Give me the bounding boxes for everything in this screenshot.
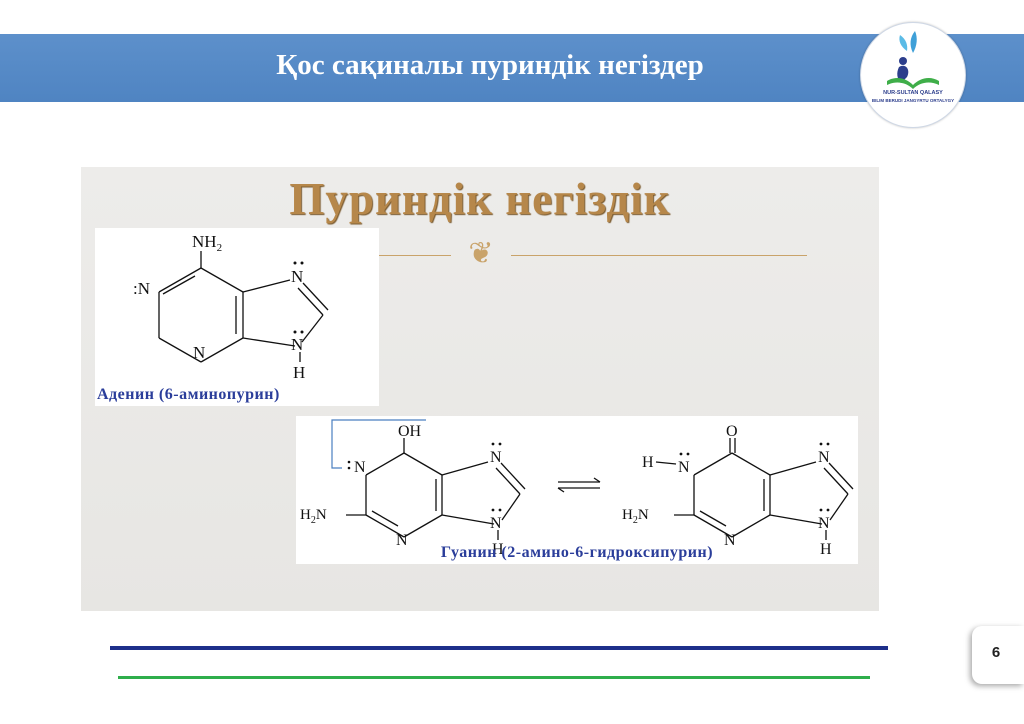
slide-title: Қос сақиналы пуриндік негіздер — [276, 49, 704, 81]
guanine-caption: Гуанин (2-амино-6-гидроксипурин) — [440, 544, 714, 561]
adenine-h9: H — [293, 363, 305, 382]
footer-line-green — [118, 676, 870, 679]
logo-text-line1: NUR-SULTAN QALASY — [883, 90, 943, 96]
organization-logo: NUR-SULTAN QALASY BILIM BERUDI JANGYRTU … — [860, 22, 966, 128]
adenine-caption: Аденин (6-аминопурин) — [97, 386, 280, 403]
guanine-tautomers-formula: OH N N N N H H2N — [300, 419, 854, 558]
equilibrium-arrows — [557, 477, 601, 493]
decorative-rule-right — [511, 255, 807, 256]
guanine-n7: N — [490, 449, 502, 466]
guanine-amino-group: H2N — [300, 507, 327, 526]
hydroxyl-group: OH — [398, 423, 422, 440]
annotation-bracket — [331, 419, 426, 469]
keto-n9: N — [818, 515, 830, 532]
adenine-structure: NH2 :N N N N H Аденин (6-аминопурин) — [95, 228, 379, 406]
adenine-n9: N — [291, 335, 303, 354]
header-bar — [0, 34, 1024, 102]
adenine-n7: N — [291, 267, 303, 286]
page-number-badge: 6 — [972, 626, 1024, 684]
amino-group: NH2 — [192, 232, 222, 254]
guanine-n3: N — [396, 532, 408, 549]
decorative-rule-left — [379, 255, 451, 256]
adenine-n1: :N — [133, 279, 150, 298]
keto-amino-group: H2N — [622, 507, 649, 526]
logo-emblem — [887, 31, 939, 89]
picture-heading: Пуриндік негіздік — [289, 174, 671, 224]
adenine-formula: NH2 :N N N N H — [133, 232, 329, 382]
guanine-n9: N — [490, 515, 502, 532]
keto-n7: N — [818, 449, 830, 466]
keto-n1: N — [678, 459, 690, 476]
keto-h9: H — [820, 541, 832, 558]
adenine-n3: N — [193, 343, 205, 362]
guanine-h9: H — [492, 541, 504, 558]
keto-n3: N — [724, 532, 736, 549]
keto-h1: H — [642, 454, 654, 471]
guanine-structure: OH N N N N H H2N — [296, 416, 858, 564]
logo-text-line2: BILIM BERUDI JANGYRTU ORTALYGY — [871, 98, 955, 103]
page-number: 6 — [991, 644, 1001, 661]
guanine-n1: N — [354, 459, 366, 476]
footer-line-blue — [110, 646, 888, 650]
ornament-icon: ❦ — [468, 236, 494, 271]
keto-oxygen: O — [726, 423, 738, 440]
